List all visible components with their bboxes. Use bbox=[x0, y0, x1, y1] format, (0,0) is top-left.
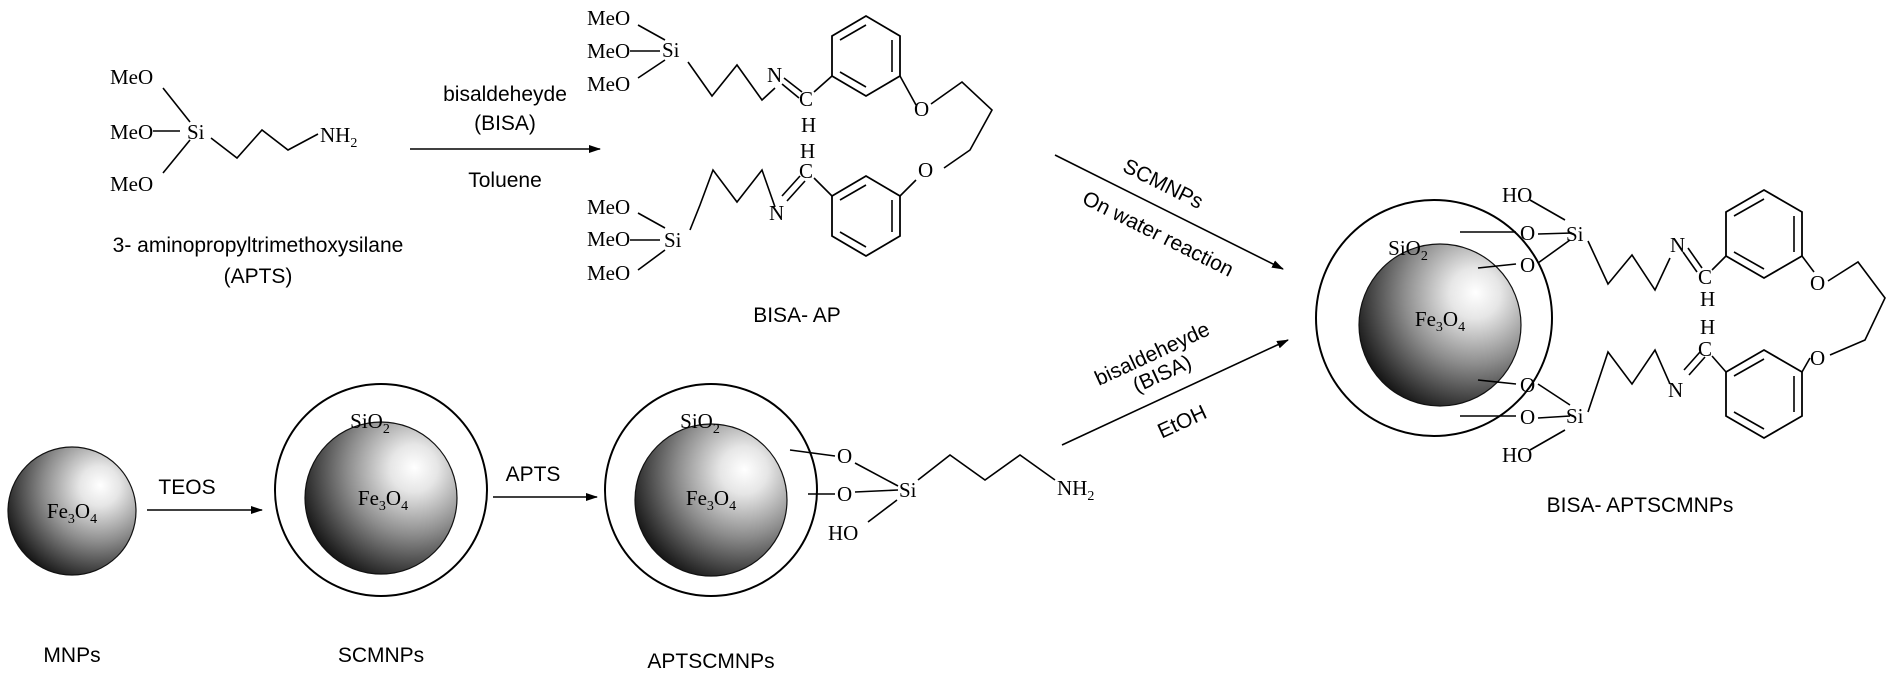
si-label: Si bbox=[664, 228, 682, 252]
reaction-arrow bbox=[1061, 339, 1289, 446]
sio2-label: SiO2 bbox=[1388, 236, 1428, 264]
o-label: O bbox=[837, 482, 852, 506]
meo-label: MeO bbox=[587, 261, 630, 285]
bisa-ap-molecule: MeO MeO MeO Si N C H O O H C N MeO bbox=[587, 6, 994, 285]
o-label: O bbox=[1520, 253, 1535, 277]
fe3o4-core bbox=[634, 423, 788, 577]
meo-label: MeO bbox=[110, 172, 153, 196]
reagent-label: SCMNPs bbox=[1119, 155, 1207, 214]
bisa-linker-lower: O H C N Si O O HO bbox=[1460, 315, 1825, 467]
amine-label: NH2 bbox=[1057, 476, 1094, 504]
fe3o4-label: Fe3O4 bbox=[686, 486, 736, 514]
o-label: O bbox=[1520, 373, 1535, 397]
si-label: Si bbox=[1566, 404, 1584, 428]
fe3o4-label: Fe3O4 bbox=[1415, 307, 1465, 335]
meo-label: MeO bbox=[110, 65, 153, 89]
bisa-ap-label: BISA- AP bbox=[753, 304, 841, 327]
n-label: N bbox=[1670, 233, 1685, 257]
h-label: H bbox=[1700, 287, 1715, 311]
n-label: N bbox=[767, 63, 782, 87]
fe3o4-nanoparticle bbox=[7, 446, 137, 576]
o-label: O bbox=[1520, 405, 1535, 429]
meo-label: MeO bbox=[587, 72, 630, 96]
mnps-label: MNPs bbox=[43, 644, 100, 667]
c-label: C bbox=[799, 87, 813, 111]
si-label: Si bbox=[662, 38, 680, 62]
o-label: O bbox=[918, 158, 933, 182]
amine-label: NH2 bbox=[320, 123, 357, 151]
scmnps-label: SCMNPs bbox=[338, 644, 424, 667]
meo-label: MeO bbox=[587, 39, 630, 63]
fe3o4-core bbox=[1358, 243, 1522, 407]
si-label: Si bbox=[1566, 222, 1584, 246]
meo-label: MeO bbox=[110, 120, 153, 144]
ho-label: HO bbox=[1502, 183, 1532, 207]
o-label: O bbox=[1810, 346, 1825, 370]
aptscmnps-label: APTSCMNPs bbox=[647, 650, 774, 673]
solvent-label: Toluene bbox=[468, 169, 542, 192]
ho-label: HO bbox=[828, 521, 858, 545]
n-label: N bbox=[1668, 378, 1683, 402]
solvent-label: EtOH bbox=[1154, 401, 1210, 443]
apts-molecule: MeO MeO MeO Si NH2 bbox=[110, 65, 357, 196]
h-label: H bbox=[1700, 315, 1715, 339]
h-label: H bbox=[801, 113, 816, 137]
c-label: C bbox=[799, 159, 813, 183]
bisa-linker-upper: HO O O Si N C H O bbox=[1460, 183, 1886, 356]
o-label: O bbox=[1810, 271, 1825, 295]
si-label: Si bbox=[899, 478, 917, 502]
meo-label: MeO bbox=[587, 195, 630, 219]
c-label: C bbox=[1698, 265, 1712, 289]
reagent-label: APTS bbox=[506, 463, 561, 486]
sio2-label: SiO2 bbox=[350, 409, 390, 437]
fe3o4-core bbox=[304, 421, 458, 575]
sio2-label: SiO2 bbox=[680, 409, 720, 437]
meo-label: MeO bbox=[587, 227, 630, 251]
si-label: Si bbox=[187, 120, 205, 144]
fe3o4-label: Fe3O4 bbox=[47, 499, 97, 527]
h-label: H bbox=[800, 139, 815, 163]
meo-label: MeO bbox=[587, 6, 630, 30]
reagent-abbrev: (BISA) bbox=[474, 112, 536, 135]
ho-label: HO bbox=[1502, 443, 1532, 467]
apts-compound-name: 3- aminopropyltrimethoxysilane bbox=[113, 234, 404, 257]
o-label: O bbox=[837, 444, 852, 468]
aptes-linker: O O Si HO NH2 bbox=[789, 444, 1094, 545]
reagent-label: bisaldeheyde bbox=[443, 83, 567, 106]
c-label: C bbox=[1698, 337, 1712, 361]
n-label: N bbox=[769, 201, 784, 225]
fe3o4-label: Fe3O4 bbox=[358, 486, 408, 514]
reagent-label: TEOS bbox=[158, 476, 215, 499]
apts-abbrev: (APTS) bbox=[224, 265, 293, 288]
o-label: O bbox=[1520, 221, 1535, 245]
reaction-arrow bbox=[1054, 154, 1284, 270]
product-label: BISA- APTSCMNPs bbox=[1547, 494, 1734, 517]
o-label: O bbox=[914, 97, 929, 121]
